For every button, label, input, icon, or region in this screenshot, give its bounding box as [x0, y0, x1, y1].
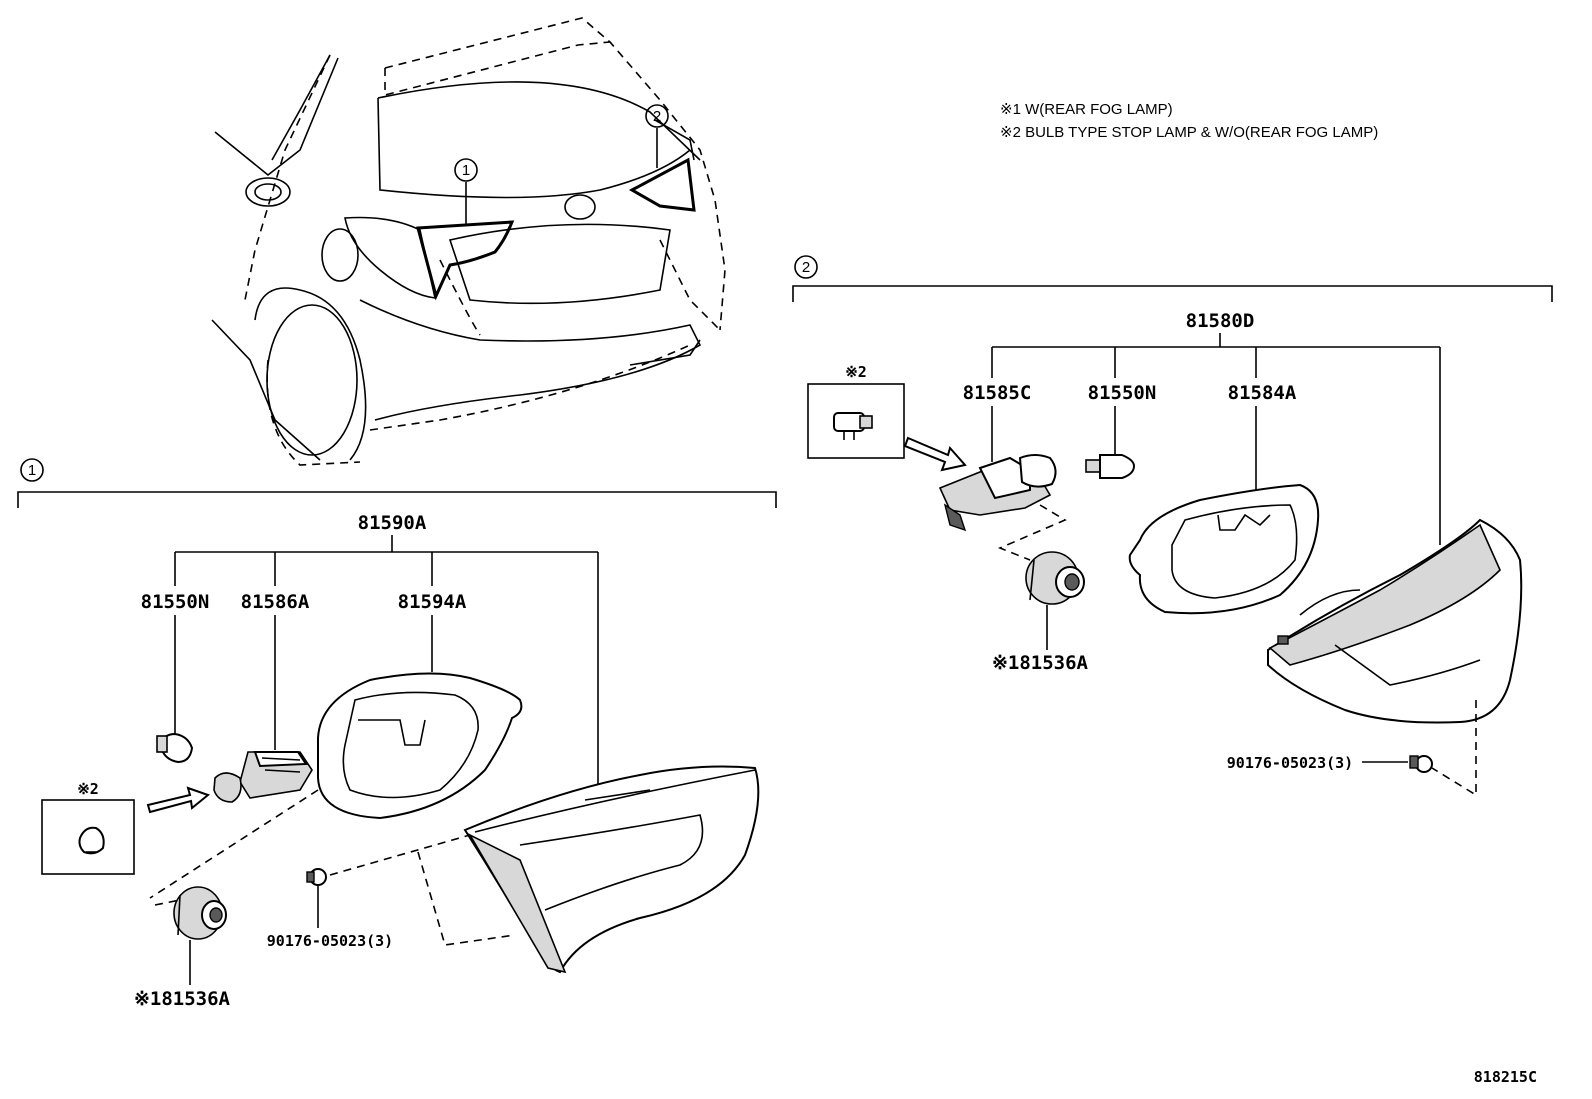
- label-bulb-81550N-right: 81550N: [1088, 382, 1157, 404]
- socket-81585C: [938, 454, 1057, 532]
- group-2-outer-lamp: 2 81580D 81585C 81550N 81584A ※2: [792, 255, 1553, 797]
- label-bulb-81550N: 81550N: [141, 591, 210, 613]
- variant-bulb-left: [78, 826, 105, 855]
- inner-lamp-housing-81590A: [463, 765, 760, 974]
- variant-bulb-right: [833, 412, 873, 440]
- outer-lamp-housing-81580D: [1267, 518, 1523, 724]
- group-2-marker: 2: [802, 259, 810, 276]
- fog-socket-81536A-right: [1025, 551, 1085, 605]
- vehicle-rear-outline: 1 2: [211, 17, 726, 466]
- variant-mark-left: ※2: [77, 780, 99, 798]
- bulb-81550N-left: [156, 732, 194, 764]
- label-fog-socket-right: ※181536A: [992, 652, 1089, 674]
- variant-mark-right: ※2: [845, 363, 867, 381]
- bulb-81550N-right: [1085, 454, 1136, 479]
- label-gasket-81594A: 81594A: [398, 591, 467, 613]
- variant-bulb-box-right: [807, 383, 905, 459]
- label-fog-socket-left: ※181536A: [134, 988, 231, 1010]
- label-socket-81586A: 81586A: [241, 591, 310, 613]
- group-1-inner-lamp: 1 81590A 81550N 81586A 81594A: [17, 458, 777, 1010]
- variant-bulb-box-left: [41, 799, 135, 875]
- label-81590A: 81590A: [358, 512, 427, 534]
- figure-code: 818215C: [1474, 1068, 1537, 1086]
- gasket-81584A: [1128, 483, 1320, 615]
- socket-81586A: [213, 751, 313, 803]
- screw-90176-left: [306, 868, 327, 886]
- label-81580D: 81580D: [1186, 310, 1255, 332]
- label-screw-right: 90176-05023(3): [1227, 754, 1353, 772]
- label-screw-left: 90176-05023(3): [267, 932, 393, 950]
- note-bulb-type-stop-lamp: ※2 BULB TYPE STOP LAMP & W/O(REAR FOG LA…: [1000, 124, 1378, 141]
- screw-90176-right: [1409, 755, 1433, 773]
- label-socket-81585C: 81585C: [963, 382, 1032, 404]
- group-1-marker: 1: [28, 462, 36, 479]
- label-gasket-81584A: 81584A: [1228, 382, 1297, 404]
- callout-2-label: 2: [653, 108, 661, 125]
- note-rear-fog-lamp: ※1 W(REAR FOG LAMP): [1000, 101, 1173, 118]
- callout-1-label: 1: [462, 162, 470, 179]
- fog-socket-81536A-left: [173, 886, 227, 940]
- gasket-81594A: [317, 672, 523, 820]
